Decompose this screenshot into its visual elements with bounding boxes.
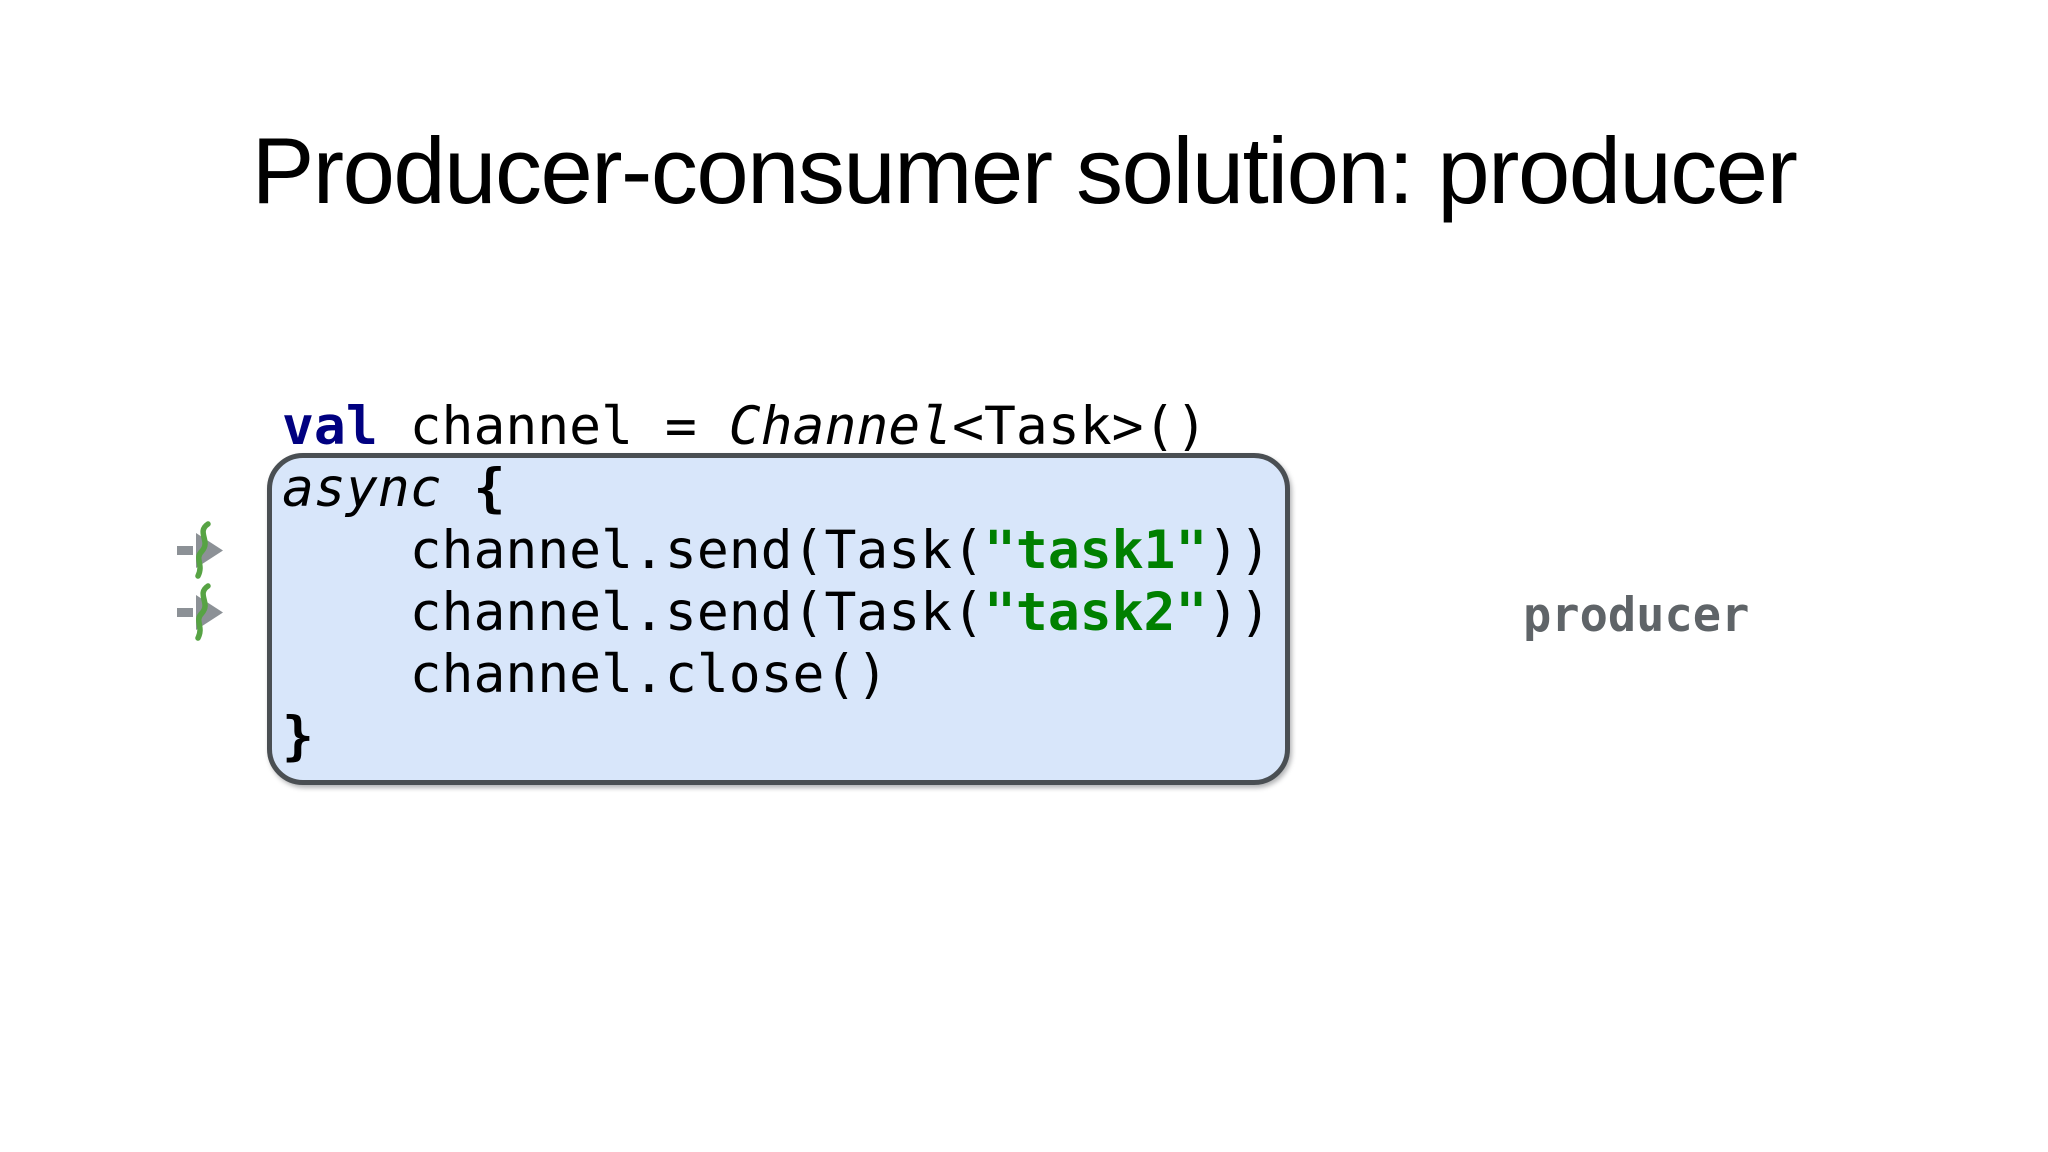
code-line: }: [282, 706, 1271, 768]
code-token: channel.close(): [282, 644, 889, 705]
code-line: val channel = Channel<Task>(): [282, 396, 1271, 458]
code-token: val: [282, 396, 378, 457]
suspend-point-icon: [175, 520, 233, 580]
code-token: "task1": [984, 520, 1208, 581]
code-line: channel.send(Task("task2")): [282, 582, 1272, 644]
code-line: channel.close(): [282, 644, 1271, 706]
code-token: async: [282, 458, 442, 519]
code-token: "task2": [984, 582, 1208, 643]
suspend-point-icon: [175, 582, 233, 642]
code-line: async {: [282, 458, 1271, 520]
page-title: Producer-consumer solution: producer: [251, 118, 1798, 223]
producer-annotation-label: producer: [1523, 588, 1750, 643]
code-token: }: [282, 706, 314, 767]
code-line: channel.send(Task("task1")): [282, 520, 1272, 582]
code-token: channel =: [377, 396, 729, 457]
code-token: <Task>(): [952, 396, 1208, 457]
code-token: )): [1207, 520, 1272, 581]
code-token: )): [1207, 582, 1272, 643]
code-token: {: [473, 458, 506, 519]
code-token: channel.send(Task(: [282, 520, 984, 581]
code-token: channel.send(Task(: [282, 582, 984, 643]
code-token: Channel: [728, 396, 953, 457]
async-block-highlight-box: [267, 453, 1290, 785]
code-block: val channel = Channel<Task>()async { cha…: [282, 396, 1271, 768]
code-token: [442, 458, 474, 519]
